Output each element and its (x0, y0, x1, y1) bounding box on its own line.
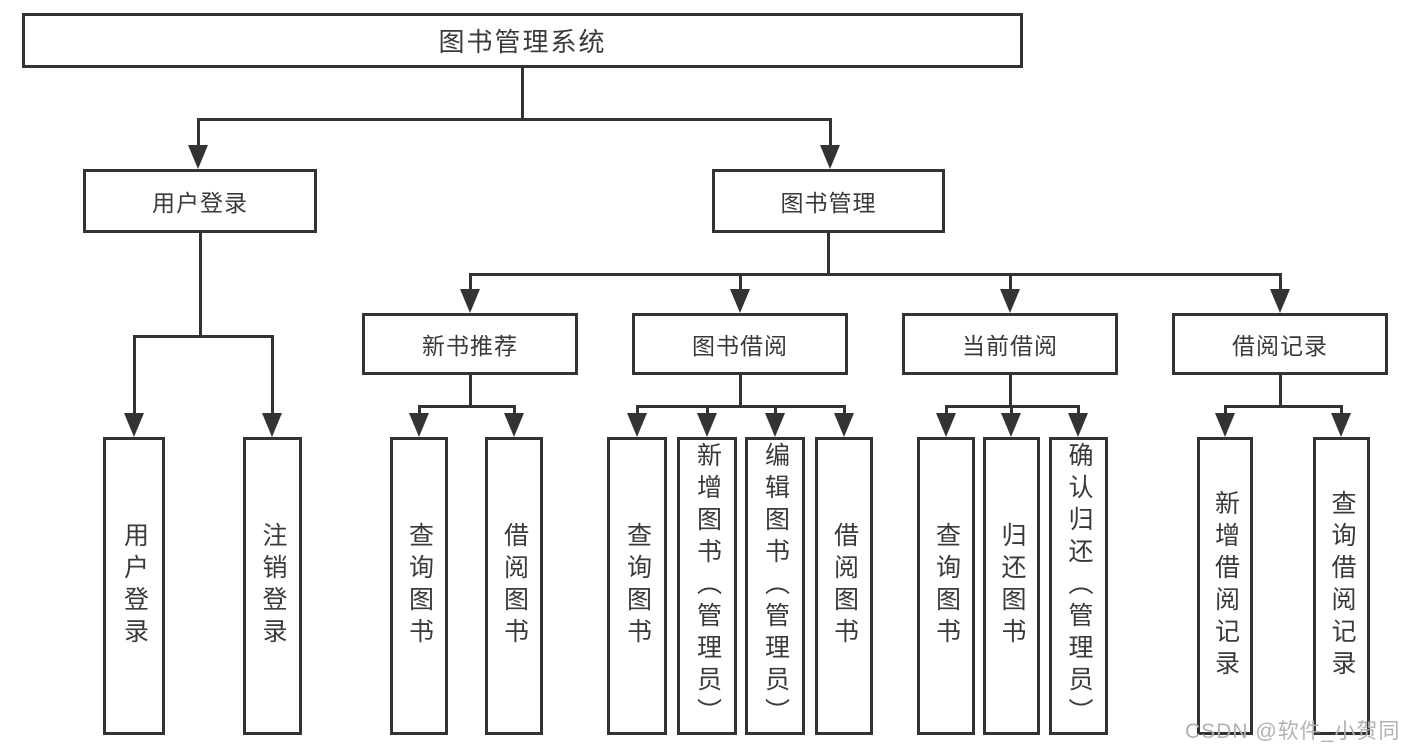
arrow-head-icon (730, 289, 750, 313)
connector-line (196, 118, 832, 121)
node-label-root: 图书管理系统 (438, 27, 607, 57)
node-br-query-record: 查询借阅记录 (1313, 437, 1370, 735)
node-label-book-borrow: 图书借阅 (692, 333, 788, 359)
arrow-head-icon (1270, 289, 1290, 313)
connector-line (512, 405, 516, 415)
arrow-head-icon (504, 413, 524, 437)
arrow-head-icon (1000, 289, 1020, 313)
connector-line (944, 405, 948, 415)
node-bb-edit-books: 编辑图书（管理员） (745, 437, 805, 735)
node-new-book-rec: 新书推荐 (362, 313, 578, 375)
node-label-bb-query-books: 查询图书 (623, 522, 652, 650)
node-borrow-records: 借阅记录 (1172, 313, 1388, 375)
node-label-new-book-rec: 新书推荐 (422, 333, 518, 359)
connector-line (1009, 405, 1013, 415)
connector-line (270, 335, 274, 415)
node-label-cb-query-books: 查询图书 (932, 522, 961, 650)
node-label-login: 用户登录 (120, 522, 149, 650)
connector-line (705, 405, 709, 415)
node-login: 用户登录 (103, 437, 165, 735)
node-rec-query-books: 查询图书 (390, 437, 448, 735)
connector-line (468, 273, 1282, 276)
arrow-head-icon (262, 413, 282, 437)
node-br-add-record: 新增借阅记录 (1197, 437, 1253, 735)
connector-line (196, 118, 200, 147)
connector-line (132, 335, 274, 338)
arrow-head-icon (1215, 413, 1235, 437)
node-label-cb-confirm-return: 确认归还（管理员） (1065, 442, 1093, 730)
node-book-mgmt: 图书管理 (712, 169, 945, 233)
node-cb-confirm-return: 确认归还（管理员） (1049, 437, 1108, 735)
connector-line (1223, 405, 1343, 408)
arrow-head-icon (1068, 413, 1088, 437)
node-logout: 注销登录 (243, 437, 302, 735)
node-label-rec-query-books: 查询图书 (405, 522, 434, 650)
node-label-borrow-records: 借阅记录 (1232, 333, 1328, 359)
node-book-borrow: 图书借阅 (632, 313, 848, 375)
connector-line (828, 118, 832, 147)
connector-line (520, 68, 524, 118)
node-bb-add-books: 新增图书（管理员） (677, 437, 737, 735)
arrow-head-icon (124, 413, 144, 437)
arrow-head-icon (627, 413, 647, 437)
csdn-watermark: CSDN @软件_小贺同学 (1185, 720, 1401, 743)
arrow-head-icon (820, 145, 840, 169)
connector-line (842, 405, 846, 415)
arrow-head-icon (936, 413, 956, 437)
node-label-rec-borrow-books: 借阅图书 (500, 522, 529, 650)
connector-line (738, 273, 742, 291)
arrow-head-icon (1001, 413, 1021, 437)
connector-line (198, 233, 202, 335)
node-label-logout: 注销登录 (259, 522, 287, 650)
connector-line (1077, 405, 1080, 415)
connector-line (826, 233, 830, 273)
arrow-head-icon (1331, 413, 1351, 437)
arrow-head-icon (765, 413, 785, 437)
node-cb-query-books: 查询图书 (917, 437, 975, 735)
connector-line (1223, 405, 1227, 415)
node-label-bb-borrow-books: 借阅图书 (830, 522, 859, 650)
connector-line (132, 335, 136, 415)
node-label-bb-add-books: 新增图书（管理员） (693, 442, 722, 730)
node-label-bb-edit-books: 编辑图书（管理员） (761, 442, 790, 730)
connector-line (1278, 273, 1282, 291)
arrow-head-icon (697, 413, 717, 437)
node-rec-borrow-books: 借阅图书 (485, 437, 543, 735)
node-label-user-login: 用户登录 (152, 190, 248, 216)
arrow-head-icon (409, 413, 429, 437)
arrow-head-icon (460, 289, 480, 313)
connector-line (1278, 375, 1282, 405)
node-label-br-add-record: 新增借阅记录 (1211, 490, 1240, 682)
node-label-cb-return-books: 归还图书 (998, 522, 1026, 650)
arrow-head-icon (188, 145, 208, 169)
node-user-login: 用户登录 (83, 169, 317, 233)
connector-line (738, 375, 742, 405)
connector-line (417, 405, 421, 415)
connector-line (417, 405, 516, 408)
connector-line (635, 405, 639, 415)
connector-line (468, 273, 472, 291)
node-cb-return-books: 归还图书 (983, 437, 1040, 735)
connector-line (773, 405, 777, 415)
connector-line (1008, 273, 1012, 291)
connector-line (1339, 405, 1343, 415)
node-root: 图书管理系统 (22, 13, 1023, 68)
node-current-borrow: 当前借阅 (902, 313, 1118, 375)
connector-line (635, 405, 846, 408)
node-label-book-mgmt: 图书管理 (780, 190, 877, 216)
node-label-current-borrow: 当前借阅 (962, 333, 1058, 359)
node-label-br-query-record: 查询借阅记录 (1328, 490, 1356, 682)
connector-line (468, 375, 472, 405)
node-bb-borrow-books: 借阅图书 (815, 437, 873, 735)
node-bb-query-books: 查询图书 (607, 437, 667, 735)
arrow-head-icon (834, 413, 854, 437)
connector-line (1008, 375, 1012, 405)
